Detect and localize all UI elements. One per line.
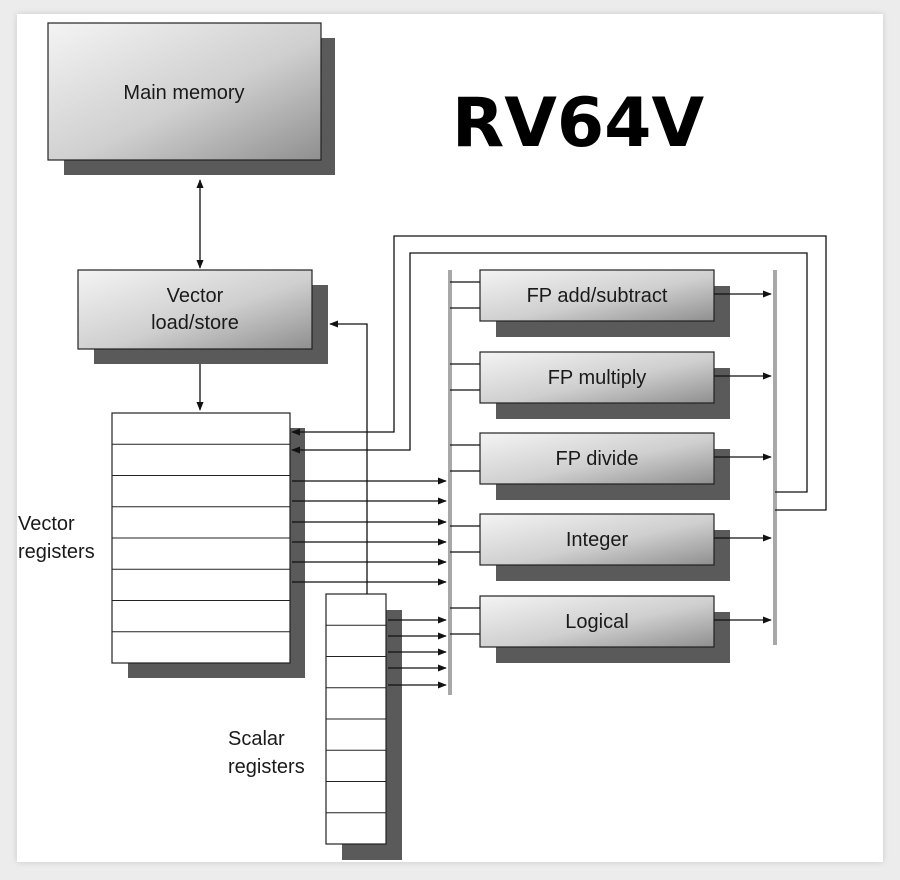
vector-registers-stack	[111, 412, 305, 678]
functional-unit-label: FP divide	[555, 448, 638, 470]
vector-registers-label-1: Vector	[18, 513, 75, 535]
feedback-path-outer	[291, 235, 827, 511]
main-memory-box: Main memory	[47, 22, 335, 175]
vector-load-store-label-2: load/store	[151, 312, 239, 334]
functional-unit-label: FP add/subtract	[527, 285, 668, 307]
functional-unit-fp-multiply: FP multiply	[450, 351, 772, 419]
diagram-title: RV64V	[452, 84, 705, 163]
vector-load-store-label-1: Vector	[167, 285, 224, 307]
main-memory-label: Main memory	[123, 82, 244, 104]
scalar-registers-label-2: registers	[228, 756, 305, 778]
scalar-to-loadstore-arrow	[329, 320, 368, 594]
feedback-path-inner	[291, 252, 808, 493]
vector-load-store-box: Vector load/store	[77, 269, 328, 364]
functional-unit-fp-divide: FP divide	[450, 432, 772, 500]
functional-unit-label: Integer	[566, 529, 629, 551]
functional-unit-label: Logical	[565, 611, 628, 633]
functional-unit-fp-add-subtract: FP add/subtract	[450, 269, 772, 337]
scalar-registers-stack	[325, 593, 402, 860]
functional-unit-integer: Integer	[450, 513, 772, 581]
vector-registers-label-2: registers	[18, 541, 95, 563]
functional-unit-logical: Logical	[450, 595, 772, 663]
functional-unit-label: FP multiply	[548, 367, 647, 389]
scalar-registers-label-1: Scalar	[228, 728, 285, 750]
